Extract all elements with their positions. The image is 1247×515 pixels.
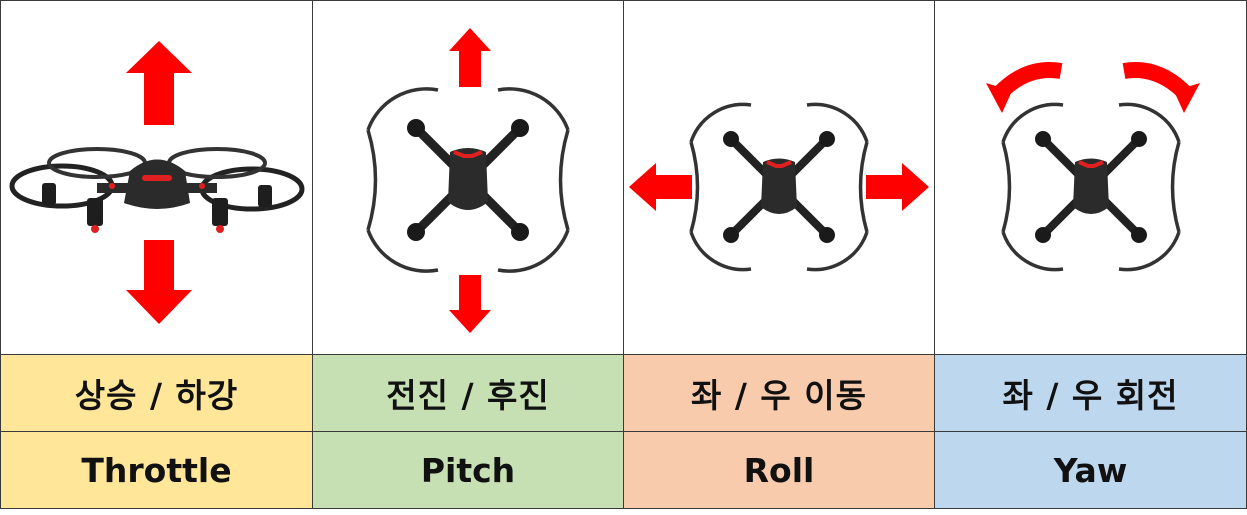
drone-top-rotate-arrows-icon: [985, 61, 1200, 271]
yaw-image-cell: [934, 0, 1247, 355]
down-arrow-icon: [125, 239, 192, 324]
right-arrow-icon: [866, 162, 929, 211]
drone-top-forward-back-arrows-icon: [366, 27, 570, 333]
roll-image-cell: [623, 0, 935, 355]
roll-english-label: Roll: [623, 431, 935, 509]
drone-side-view-icon: [9, 146, 304, 233]
drone-side-up-down-arrows-icon: [9, 40, 304, 324]
drone-top-left-right-arrows-icon: [629, 102, 929, 271]
left-arrow-icon: [629, 162, 692, 211]
drone-top-view-icon: [1000, 102, 1181, 271]
yaw-english-label: Yaw: [934, 431, 1247, 509]
throttle-image-cell: [0, 0, 313, 355]
throttle-korean-label: 상승 / 하강: [0, 354, 313, 432]
pitch-image-cell: [312, 0, 624, 355]
throttle-english-label: Throttle: [0, 431, 313, 509]
up-arrow-icon: [125, 40, 192, 125]
drone-top-view-icon: [689, 102, 869, 271]
drone-top-view-icon: [366, 86, 570, 273]
pitch-english-label: Pitch: [312, 431, 624, 509]
forward-arrow-icon: [449, 27, 491, 87]
yaw-korean-label: 좌 / 우 회전: [934, 354, 1247, 432]
roll-korean-label: 좌 / 우 이동: [623, 354, 935, 432]
backward-arrow-icon: [449, 274, 491, 333]
pitch-korean-label: 전진 / 후진: [312, 354, 624, 432]
